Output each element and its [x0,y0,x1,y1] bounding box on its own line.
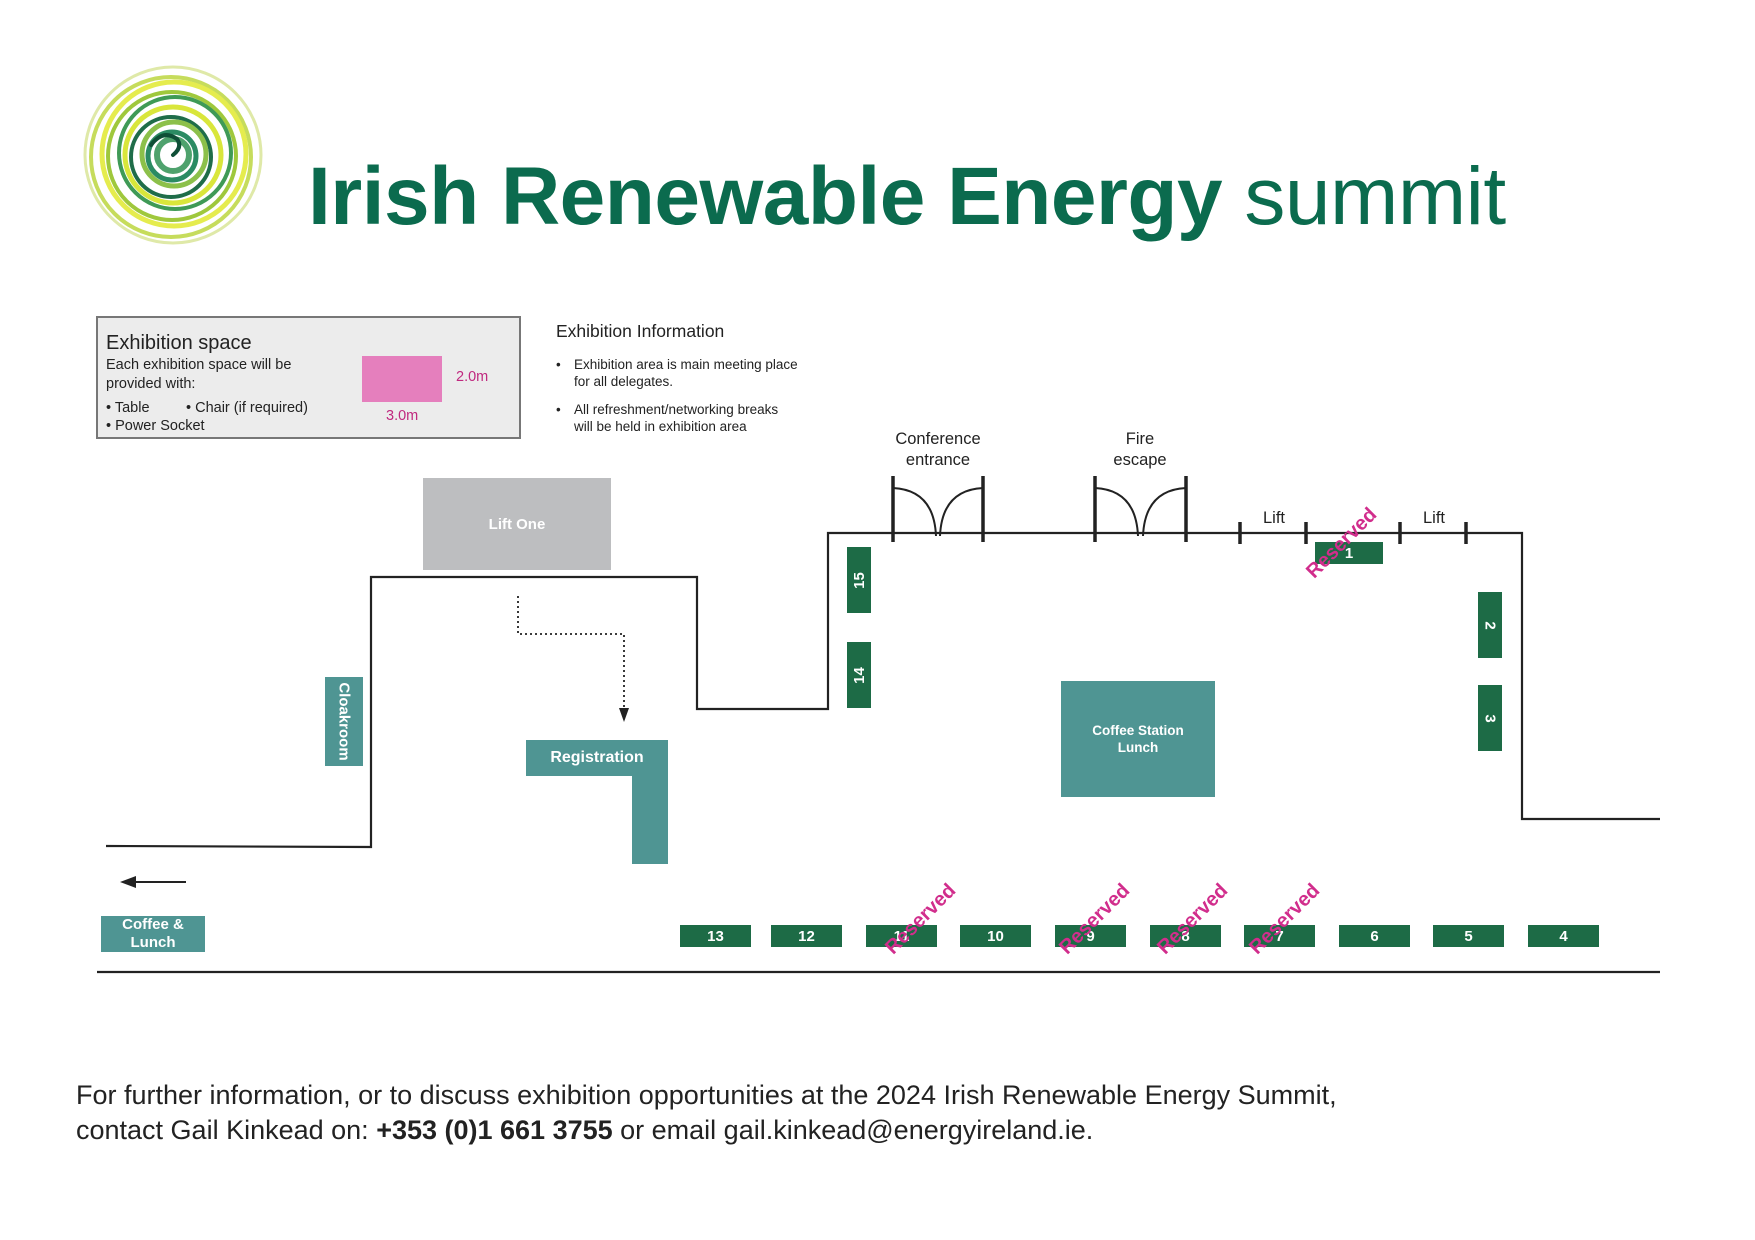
fire-escape-line-1: Fire [1125,430,1155,448]
booth-3-label: 3 [1481,713,1499,723]
exit-arrow-head [120,876,136,888]
title-light: summit [1244,151,1506,242]
coffee-station-line-1: Coffee Station [1092,723,1184,738]
page-title: Irish Renewable Energy summit [308,150,1506,244]
registration-desk: Registration [526,740,668,776]
footer-email-text: or email gail.kinkead@energyireland.ie. [612,1115,1094,1145]
info-item-2-line-1: All refreshment/networking breaks [574,402,779,417]
booth-4-label: 4 [1559,927,1568,945]
booth-4[interactable]: 4 [1528,925,1599,947]
title-bold: Irish Renewable Energy [308,151,1223,242]
booth-11-label: 11 [893,927,910,945]
booth-11[interactable]: 11 [866,925,937,947]
booth-14-label: 14 [850,666,868,684]
coffee-station: Coffee Station Lunch [1061,681,1215,797]
booth-9[interactable]: 9 [1055,925,1126,947]
footer-contact-prefix: contact Gail Kinkead on: [76,1115,377,1145]
route-arrow-head [619,708,629,722]
footer-line-2: contact Gail Kinkead on: +353 (0)1 661 3… [76,1115,1093,1146]
fire-escape-label: Fire escape [1090,429,1190,471]
registration-desk-side [632,776,668,864]
info-item-1-line-1: Exhibition area is main meeting place [574,357,798,372]
info-item-2: All refreshment/networking breaks will b… [556,401,779,435]
legend-line-1: Each exhibition space will be [106,357,292,373]
booth-8[interactable]: 8 [1150,925,1221,947]
legend-line-2: provided with: [106,376,196,392]
coffee-station-line-2: Lunch [1117,740,1159,755]
info-item-2-line-2: will be held in exhibition area [574,419,747,434]
booth-8-label: 8 [1181,927,1190,945]
info-title: Exhibition Information [556,321,725,341]
info-item-1: Exhibition area is main meeting place fo… [556,356,798,390]
lift-label-b: Lift [1422,509,1445,527]
width-label: 3.0m [386,408,419,424]
coffee-lunch-line-1: Coffee & [122,916,184,933]
booth-10-label: 10 [987,927,1004,945]
cloakroom-label: Cloakroom [335,682,353,761]
conference-entrance-label: Conference entrance [876,429,1000,471]
booth-13[interactable]: 13 [680,925,751,947]
booth-1-label: 1 [1344,544,1354,562]
fire-escape-line-2: escape [1113,451,1167,469]
legend-item-chair: • Chair (if required) [186,400,308,416]
booth-6[interactable]: 6 [1339,925,1410,947]
booth-1[interactable]: 1 [1315,542,1383,564]
booth-10[interactable]: 10 [960,925,1031,947]
coffee-lunch: Coffee & Lunch [101,916,205,952]
registration-label: Registration [550,749,644,766]
conference-entrance-line-2: entrance [905,451,971,469]
booth-2-label: 2 [1481,620,1499,630]
info-item-1-line-2: for all delegates. [574,374,674,389]
booth-7[interactable]: 7 [1244,925,1315,947]
booth-5[interactable]: 5 [1433,925,1504,947]
lift-label-a: Lift [1262,509,1285,527]
booth-15-label: 15 [850,571,868,589]
booth-7-label: 7 [1275,927,1284,945]
booth-12-label: 12 [798,927,815,945]
conference-entrance-line-1: Conference [895,430,981,448]
legend-item-socket: • Power Socket [106,418,205,434]
summit-logo [83,65,263,245]
booth-3[interactable]: 3 [1478,685,1502,751]
cloakroom: Cloakroom [325,677,363,766]
booth-9-label: 9 [1086,927,1095,945]
depth-label: 2.0m [456,369,489,385]
legend-item-table: • Table [106,400,150,416]
exhibition-space-swatch [362,356,442,402]
footer-phone: +353 (0)1 661 3755 [376,1115,613,1145]
booth-13-label: 13 [707,927,724,945]
legend-title: Exhibition space [106,332,252,354]
lift-one: Lift One [423,478,611,570]
booth-6-label: 6 [1370,927,1379,945]
footer-line-1: For further information, or to discuss e… [76,1080,1337,1110]
booth-5-label: 5 [1464,927,1473,945]
coffee-lunch-line-2: Lunch [130,934,176,951]
booth-14[interactable]: 14 [847,642,871,708]
exhibition-space-legend [96,316,521,439]
booth-12[interactable]: 12 [771,925,842,947]
booth-2[interactable]: 2 [1478,592,1502,658]
booth-15[interactable]: 15 [847,547,871,613]
